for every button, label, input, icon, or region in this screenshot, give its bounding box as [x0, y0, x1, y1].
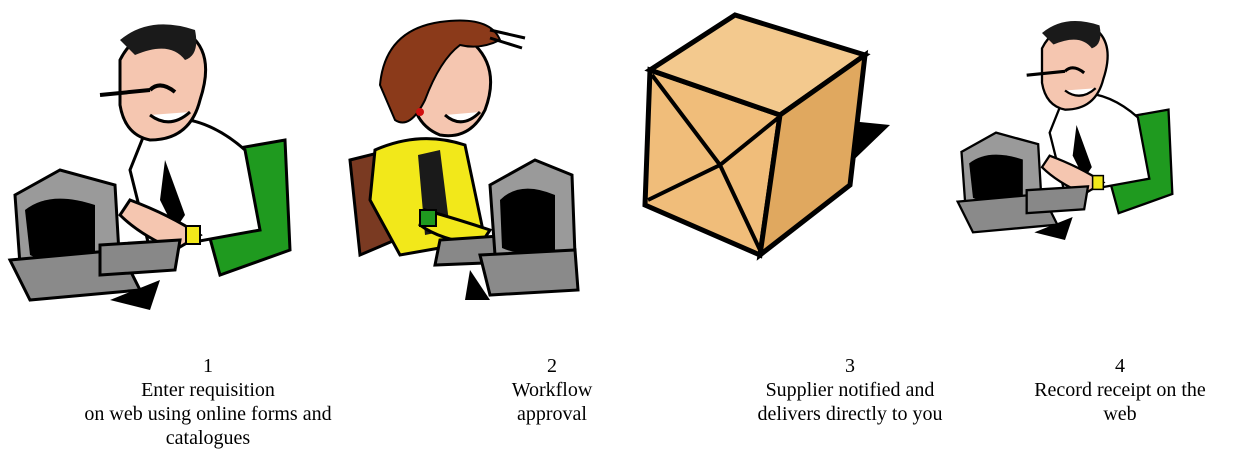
step-4: 4 Record receipt on the web: [950, 0, 1243, 476]
step-4-line-2: web: [1103, 403, 1137, 425]
woman-at-computer-illustration: [348, 19, 580, 300]
step-3: 3 Supplier notified and delivers directl…: [640, 0, 942, 476]
step-1-line-3: catalogues: [165, 427, 251, 449]
step-1-number: 1: [203, 355, 213, 377]
step-2-caption: 2 Workflow approval: [472, 354, 632, 426]
step-2: 2 Workflow approval: [340, 0, 592, 476]
step-1-line-2: on web using online forms and: [84, 403, 332, 425]
step-3-number: 3: [845, 355, 855, 377]
cardboard-box-illustration: [642, 12, 890, 261]
step-4-caption: 4 Record receipt on the web: [1000, 354, 1240, 426]
step-4-number: 4: [1115, 355, 1125, 377]
step-2-number: 2: [547, 355, 557, 377]
step-3-line-2: delivers directly to you: [757, 403, 943, 425]
step-1-caption: 1 Enter requisition on web using online …: [28, 354, 388, 450]
step-2-line-2: approval: [517, 403, 587, 425]
man-at-computer-illustration: [7, 24, 292, 310]
step-4-line-1: Record receipt on the: [1034, 379, 1206, 401]
step-2-line-1: Workflow: [511, 379, 593, 401]
step-1: 1 Enter requisition on web using online …: [0, 0, 332, 476]
step-1-line-1: Enter requisition: [141, 379, 275, 401]
step-3-caption: 3 Supplier notified and delivers directl…: [720, 354, 980, 426]
step-3-line-1: Supplier notified and: [765, 379, 935, 401]
man-at-computer-illustration: [955, 21, 1174, 240]
